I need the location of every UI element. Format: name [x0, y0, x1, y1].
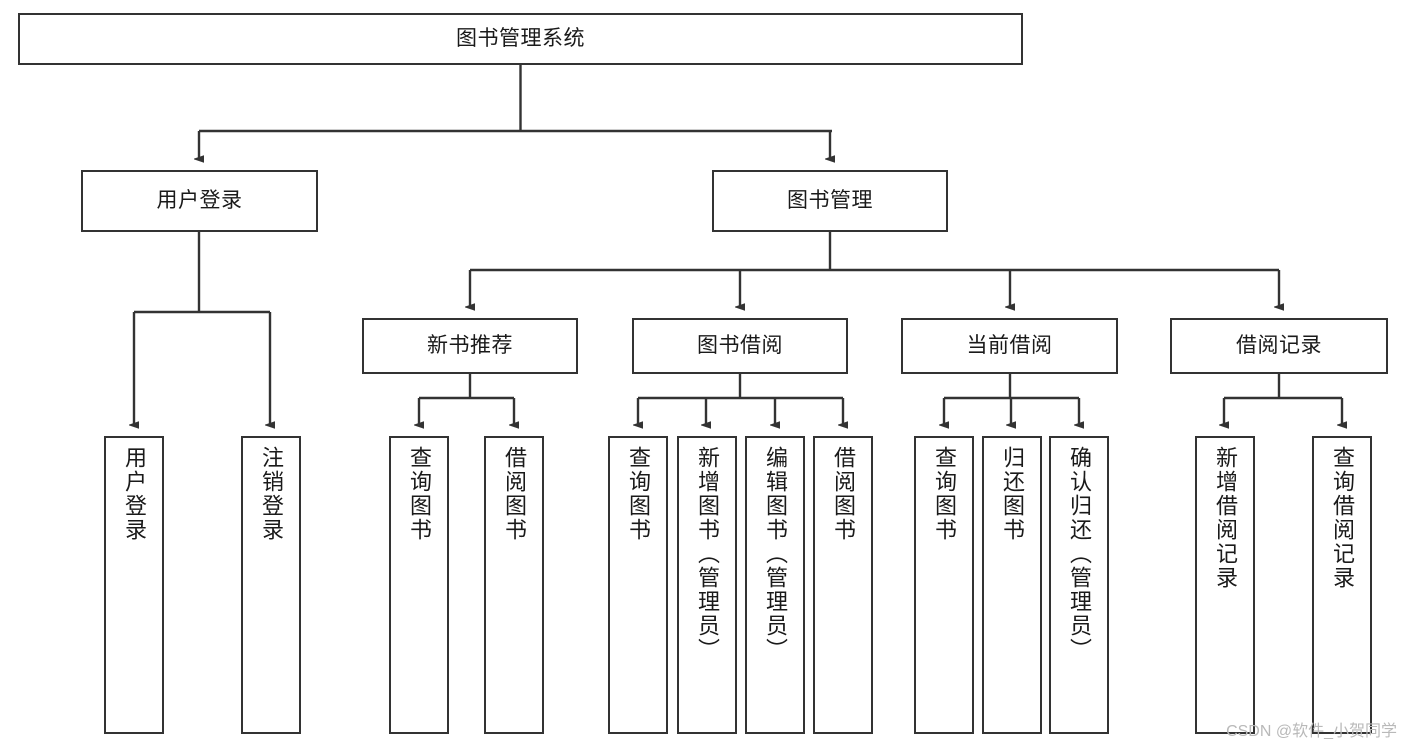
node-leaf-logout-login[interactable]: 注销登录 — [241, 436, 301, 734]
node-leaf-edit-book-admin-label: 编辑图书（管理员） — [763, 446, 788, 662]
node-book-borrow-label: 图书借阅 — [697, 334, 783, 358]
node-leaf-edit-book-admin[interactable]: 编辑图书（管理员） — [745, 436, 805, 734]
node-leaf-borrow-book-1-label: 借阅图书 — [502, 446, 527, 542]
node-root[interactable]: 图书管理系统 — [18, 13, 1023, 65]
node-leaf-add-borrow-record[interactable]: 新增借阅记录 — [1195, 436, 1255, 734]
node-user-login[interactable]: 用户登录 — [81, 170, 318, 232]
node-leaf-borrow-book-1[interactable]: 借阅图书 — [484, 436, 544, 734]
node-leaf-query-book-3[interactable]: 查询图书 — [914, 436, 974, 734]
node-leaf-confirm-return-admin[interactable]: 确认归还（管理员） — [1049, 436, 1109, 734]
node-current-borrow[interactable]: 当前借阅 — [901, 318, 1118, 374]
node-leaf-query-borrow-record[interactable]: 查询借阅记录 — [1312, 436, 1372, 734]
node-leaf-query-book-1[interactable]: 查询图书 — [389, 436, 449, 734]
node-leaf-return-book[interactable]: 归还图书 — [982, 436, 1042, 734]
node-leaf-query-borrow-record-label: 查询借阅记录 — [1330, 446, 1355, 590]
node-leaf-borrow-book-2-label: 借阅图书 — [831, 446, 856, 542]
node-leaf-add-book-admin[interactable]: 新增图书（管理员） — [677, 436, 737, 734]
node-leaf-confirm-return-admin-label: 确认归还（管理员） — [1067, 446, 1092, 662]
node-leaf-query-book-3-label: 查询图书 — [932, 446, 957, 542]
node-leaf-query-book-2-label: 查询图书 — [626, 446, 651, 542]
node-book-manage-label: 图书管理 — [787, 189, 873, 213]
node-leaf-add-book-admin-label: 新增图书（管理员） — [695, 446, 720, 662]
node-user-login-label: 用户登录 — [156, 189, 243, 213]
node-book-borrow[interactable]: 图书借阅 — [632, 318, 848, 374]
node-leaf-return-book-label: 归还图书 — [1000, 446, 1025, 542]
node-root-label: 图书管理系统 — [456, 27, 585, 51]
node-borrow-record-label: 借阅记录 — [1236, 334, 1322, 358]
node-leaf-query-book-2[interactable]: 查询图书 — [608, 436, 668, 734]
node-borrow-record[interactable]: 借阅记录 — [1170, 318, 1388, 374]
node-current-borrow-label: 当前借阅 — [966, 334, 1053, 358]
node-leaf-user-login[interactable]: 用户登录 — [104, 436, 164, 734]
node-leaf-user-login-label: 用户登录 — [122, 446, 147, 542]
node-book-manage[interactable]: 图书管理 — [712, 170, 948, 232]
watermark-text: CSDN @软件_小贺同学 — [1226, 723, 1397, 740]
node-leaf-borrow-book-2[interactable]: 借阅图书 — [813, 436, 873, 734]
node-new-book-recommend[interactable]: 新书推荐 — [362, 318, 578, 374]
node-leaf-add-borrow-record-label: 新增借阅记录 — [1213, 446, 1238, 590]
node-leaf-logout-login-label: 注销登录 — [259, 446, 284, 542]
node-leaf-query-book-1-label: 查询图书 — [407, 446, 432, 542]
node-new-book-recommend-label: 新书推荐 — [427, 334, 513, 358]
